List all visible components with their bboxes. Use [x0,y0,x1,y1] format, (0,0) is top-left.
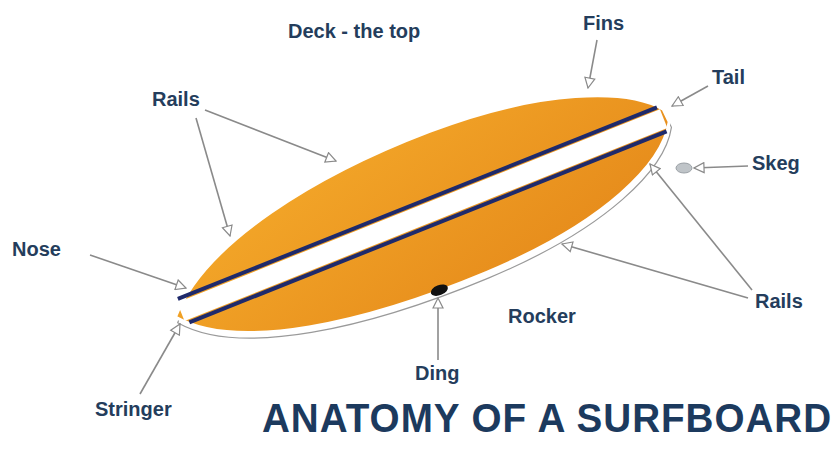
leader-lines [90,40,752,394]
part-label: Rocker [508,305,576,328]
part-label: Skeg [752,152,800,175]
diagram-title: ANATOMY OF A SURFBOARD [262,396,832,440]
part-label: Stringer [95,398,172,421]
part-label: Rails [152,88,200,111]
surfboard [146,47,698,391]
part-label: Deck - the top [288,20,420,43]
part-label: Tail [712,66,745,89]
part-label: Fins [583,12,624,35]
part-label: Nose [12,238,61,261]
skeg [676,163,692,173]
part-label: Rails [755,290,803,313]
part-label: Ding [415,362,459,385]
